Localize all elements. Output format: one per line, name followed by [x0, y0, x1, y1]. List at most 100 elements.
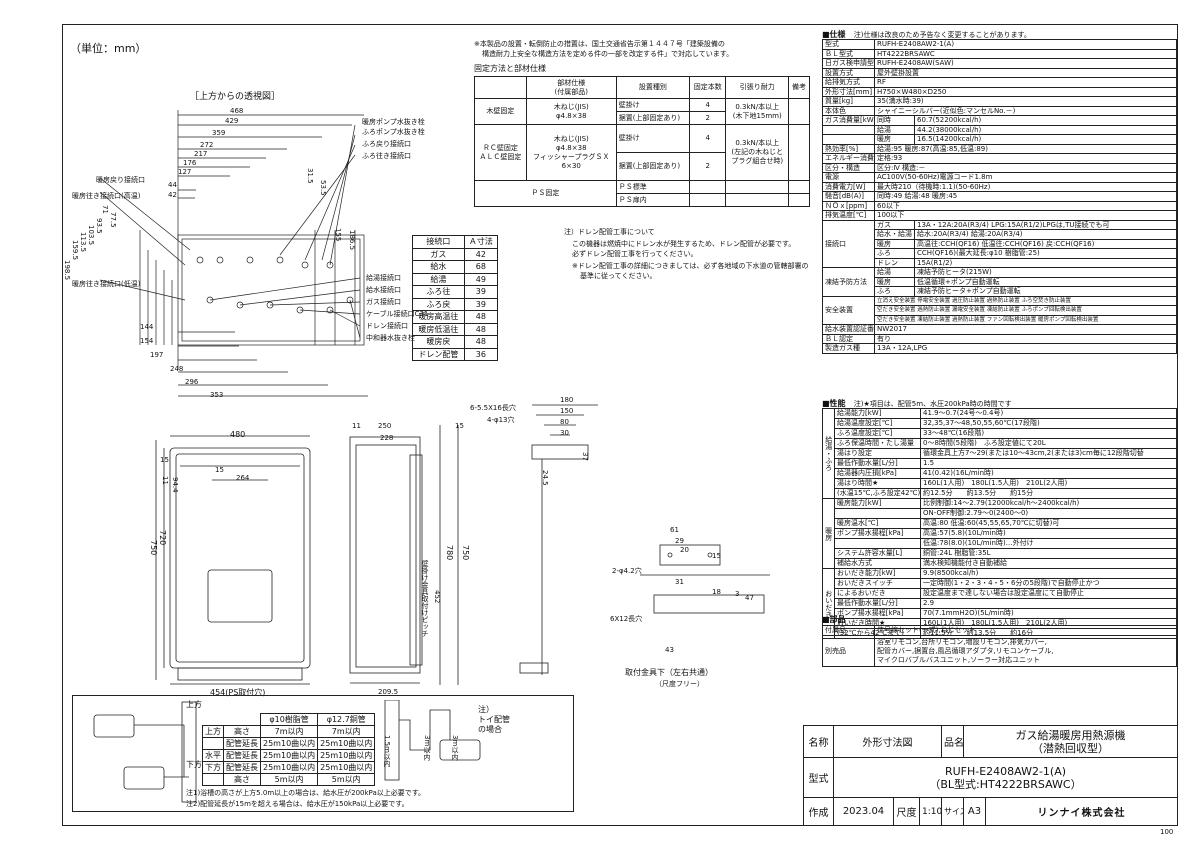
spec-value: 60以下: [874, 200, 1177, 211]
bbracket-sub: （尺度フリー）: [655, 680, 704, 688]
bbracket-dim-15: 15: [712, 552, 721, 560]
pipe-note-2: 注2)配管延長が15mを超える場合は、給水圧が150kPa以上必要です。: [186, 800, 409, 808]
spec-connect-subkey: ガス: [874, 219, 915, 230]
page-number: 100: [1160, 828, 1174, 836]
title-name: 外形寸法図: [833, 725, 942, 758]
spec-key: 排気温度[℃]: [822, 210, 875, 221]
spec-freeze-subkey: 給湯: [874, 267, 915, 278]
spec-subkey: 給湯: [874, 124, 915, 135]
fix-kind-ps-2: ＰＳ扉内: [615, 193, 691, 207]
spec-value: 区分:Ⅳ 構造:－: [874, 162, 1177, 173]
bottom-width-154: 154: [140, 337, 154, 345]
spec-freeze-label: 凍結予防方法: [822, 267, 875, 297]
sheet-frame: [62, 24, 1178, 826]
parts-option-label: 別売品: [822, 635, 875, 667]
label-drain: ドレン接続口: [366, 322, 408, 330]
spec-value: 35(満水時:39): [874, 96, 1177, 107]
perf-hotwater-value: 41(0.42)(16L/min時): [920, 468, 1177, 479]
top-width-44: 44: [168, 181, 177, 189]
spec-key: [822, 124, 875, 135]
drain-note-5: 基準に従ってください。: [580, 272, 657, 280]
fix-header-2: 設置種別: [615, 76, 691, 99]
table-row: 給湯・ふろ給湯能力[kW]41.9～0.7(24号～0.4号): [822, 408, 1177, 499]
table-row: 暖房暖房能力[kW]比例制御:14～2.79(12000kcal/h～2400k…: [822, 498, 1177, 569]
fix-count-rc-2: 2: [689, 152, 727, 181]
perf-hotwater-value: 約12.5分 約13.5分 約15分: [920, 488, 1177, 499]
spec-safety-label: 安全装置: [822, 295, 875, 325]
label-gas: ガス接続口: [366, 298, 401, 306]
table-row: 湯はり設定循環金具上方7～29(または10～43cm,2(または3)cm毎に12…: [823, 448, 1177, 459]
perf-reheat-value: 70(7.1mmH2O)(5L/min時): [920, 608, 1177, 619]
pipe-cell: 配管延長: [223, 749, 261, 762]
side-pitch-452: 452: [433, 590, 441, 604]
spec-key: 騒音[dB(A)]: [822, 191, 875, 202]
spec-connect-subkey: 給水・給湯: [874, 229, 915, 240]
table-row: 暖房高温往:CCH(QF16) 低温往:CCH(QF16) 戻:CCH(QF16…: [823, 238, 1177, 249]
table-row: 外形寸法[mm]H750×W480×D250: [822, 86, 1177, 97]
side-view-drawing: [349, 425, 459, 685]
fix-force-rc: 0.3kN/本以上 (左記の木ねじと プラグ組合せ時): [725, 124, 790, 181]
table-row: 給水装置認証番号NW2017: [822, 324, 1177, 335]
top-height-775: 77.5: [109, 212, 117, 228]
perf-hotwater-value: 33～48℃(16段階): [920, 428, 1177, 439]
spec-value: RF: [874, 77, 1177, 88]
spec-value: 同時:49 給湯:48 暖房:45: [874, 191, 1177, 202]
front-dim-944: 94.4: [171, 477, 179, 493]
table-row: (水温15℃,ふろ設定42℃)約12.5分 約13.5分 約15分: [823, 488, 1177, 499]
pipe-note-1: 注1)浴槽の高さが上方5.0m以上の場合は、給水圧が200kPa以上必要です。: [186, 789, 426, 797]
bracket-dim-80: 80: [560, 418, 569, 426]
conn-port: ドレン配管: [412, 347, 465, 361]
drain-note-1: 注）ドレン配管工事について: [564, 228, 655, 236]
fix-type-ps: ＰＳ固定: [474, 180, 617, 207]
title-model-1: RUFH-E2408AW2-1(A): [944, 764, 1067, 778]
label-bath-supply: ふろ往き接続口: [362, 152, 411, 160]
spec-key: ＮＯｘ[ppm]: [822, 200, 875, 211]
spec-safety-value: 立消え安全装置 停電安全装置 過圧防止装置 過熱防止装置 ふろ空焚き防止装置: [874, 295, 1177, 306]
title-model-cell: RUFH-E2408AW2-1(A) （BL型式:HT4222BRSAWC）: [833, 757, 1178, 798]
drain-note-3: 必ずドレン配管工事を行ってください。: [572, 250, 698, 258]
front-ps-454: 454(PS取付穴): [210, 688, 266, 697]
fix-header-0: [474, 76, 527, 99]
pipe-cell: [202, 773, 224, 786]
table-row: システム許容水量[L]銅管:24L 樹脂管:35L: [823, 548, 1177, 559]
top-width-468: 468: [230, 107, 244, 115]
bbracket-dim-18: 18: [712, 588, 721, 596]
top-height-1865: 186.5: [348, 230, 356, 251]
perf-heating-key: [834, 508, 921, 519]
perf-heating-key: ポンプ揚水揚程[kPa]: [834, 528, 921, 539]
top-height-935: 93.5: [95, 218, 103, 234]
pipe-cell: 配管延長: [223, 737, 261, 750]
title-date: 2023.04: [833, 797, 894, 826]
spec-freeze-value: 凍結予防ヒータ(215W): [914, 267, 1177, 278]
conn-size: 39: [463, 297, 499, 311]
pipe-cell: 25m10曲以内: [317, 749, 376, 762]
title-model-label: 型式: [803, 757, 834, 798]
perf-heating-key: システム許容水量[L]: [834, 548, 921, 559]
spec-connect-value: 高温往:CCH(QF16) 低温往:CCH(QF16) 戻:CCH(QF16): [914, 238, 1177, 249]
perf-hotwater-value: 1.5: [920, 458, 1177, 469]
conn-header-size: Ａ寸法: [463, 235, 499, 249]
conn-port: 給水: [412, 260, 465, 274]
spec-value: NW2017: [874, 324, 1177, 335]
fix-kind-wood-2: 据置(上部固定あり): [615, 111, 691, 125]
conn-port: ふろ戻: [412, 297, 465, 311]
top-height-1595: 159.5: [71, 240, 79, 261]
title-model-2: （BL型式:HT4222BRSAWC）: [929, 777, 1082, 791]
pipe-head-resin: φ10樹脂管: [259, 713, 319, 726]
conn-header-port: 接続口: [412, 235, 465, 249]
parts-title: ■部品: [822, 615, 846, 624]
spec-subkey: 同時: [874, 115, 915, 126]
bbracket-hole: 2-φ4.2穴: [612, 567, 642, 575]
pipe-cell: 7m以内: [259, 725, 319, 738]
spec-value: 16.5(14200kcal/h): [914, 134, 1177, 145]
